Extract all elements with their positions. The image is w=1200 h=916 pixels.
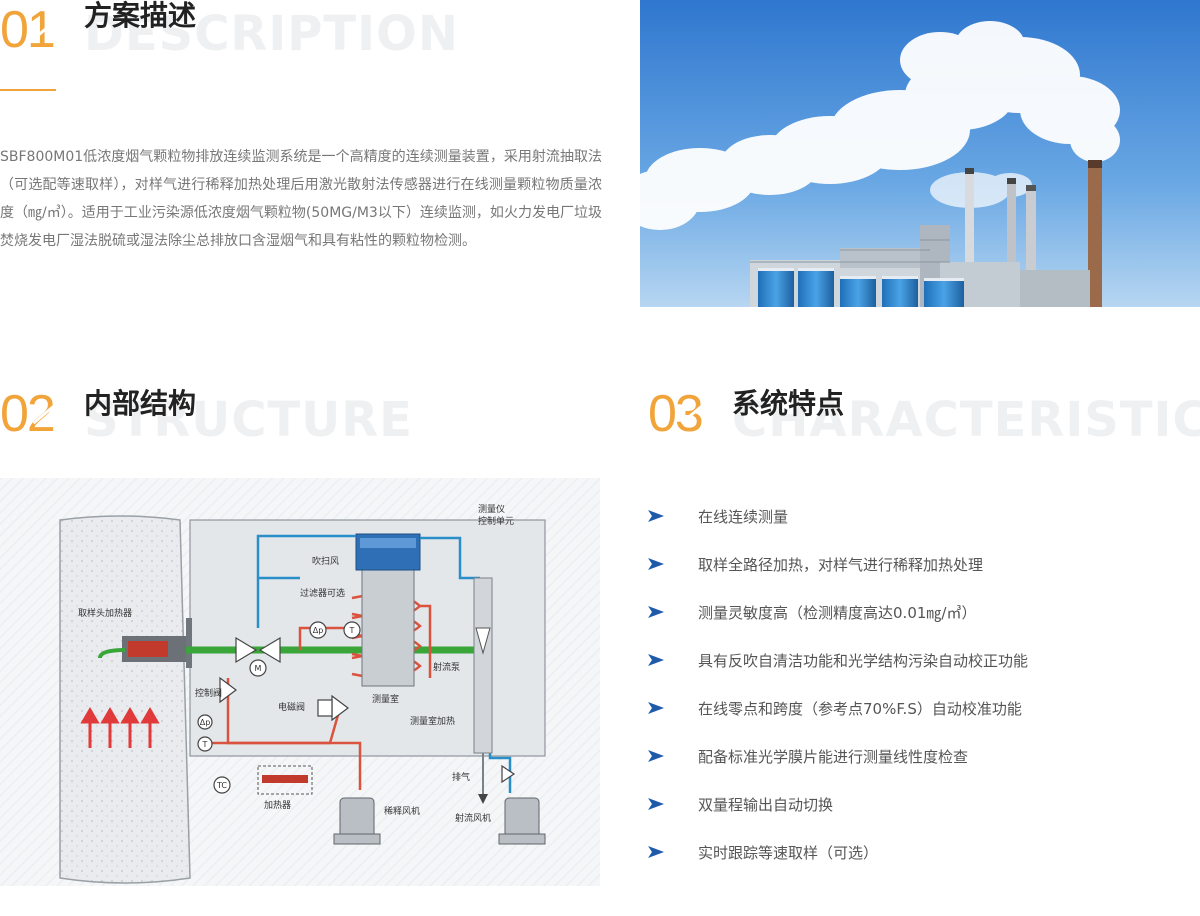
section-bg-word: STRUCTURE bbox=[84, 392, 413, 448]
feature-item: 取样全路径加热，对样气进行稀释加热处理 bbox=[648, 540, 1200, 588]
arrow-icon bbox=[648, 700, 668, 716]
feature-text: 配备标准光学膜片能进行测量线性度检查 bbox=[698, 747, 969, 766]
label-tc: TC bbox=[216, 781, 227, 790]
section-number: 02 bbox=[0, 385, 56, 443]
feature-item: 实时跟踪等速取样（可选） bbox=[648, 828, 1200, 876]
section-title: 方案描述 bbox=[84, 0, 197, 32]
feature-text: 取样全路径加热，对样气进行稀释加热处理 bbox=[698, 555, 984, 574]
feature-text: 具有反吹自清洁功能和光学结构污染自动校正功能 bbox=[698, 651, 1029, 670]
label-jet-pump: 射流泵 bbox=[433, 661, 460, 673]
label-control-unit: 控制单元 bbox=[478, 515, 514, 527]
label-chamber-heating: 测量室加热 bbox=[410, 715, 455, 727]
label-m: M bbox=[255, 664, 262, 673]
label-dp-2: Δp bbox=[200, 718, 211, 727]
section-bg-word: CHARACTERISTIC bbox=[732, 392, 1200, 448]
feature-item: 具有反吹自清洁功能和光学结构污染自动校正功能 bbox=[648, 636, 1200, 684]
feature-list: 在线连续测量 取样全路径加热，对样气进行稀释加热处理 测量灵敏度高（检测精度高达… bbox=[648, 492, 1200, 876]
factory-photo bbox=[640, 0, 1200, 307]
label-t-1: T bbox=[349, 626, 355, 635]
label-solenoid-valve: 电磁阀 bbox=[278, 701, 305, 713]
section-characteristic-header: CHARACTERISTIC 03 系统特点 bbox=[648, 388, 1200, 458]
section-description-header: DESCRIPTION 01 方案描述 bbox=[0, 0, 600, 70]
label-sampler-heater: 取样头加热器 bbox=[78, 607, 132, 619]
label-t-2: T bbox=[202, 740, 208, 749]
feature-item: 在线连续测量 bbox=[648, 492, 1200, 540]
label-chamber: 测量室 bbox=[372, 693, 399, 705]
label-filter-optional: 过滤器可选 bbox=[300, 587, 345, 599]
feature-text: 双量程输出自动切换 bbox=[698, 795, 834, 814]
arrow-icon bbox=[648, 652, 668, 668]
section-bg-word: DESCRIPTION bbox=[84, 6, 460, 62]
arrow-icon bbox=[648, 604, 668, 620]
feature-text: 在线连续测量 bbox=[698, 507, 789, 526]
accent-divider bbox=[0, 89, 56, 91]
feature-item: 配备标准光学膜片能进行测量线性度检查 bbox=[648, 732, 1200, 780]
feature-text: 测量灵敏度高（检测精度高达0.01㎎/㎥） bbox=[698, 603, 977, 622]
factory-illustration bbox=[640, 0, 1200, 307]
arrow-icon bbox=[648, 844, 668, 860]
feature-text: 在线零点和跨度（参考点70%F.S）自动校准功能 bbox=[698, 699, 1022, 718]
label-jet-fan: 射流风机 bbox=[455, 812, 491, 824]
label-dp-1: Δp bbox=[313, 626, 324, 635]
section-title: 内部结构 bbox=[84, 387, 197, 420]
section-number: 01 bbox=[0, 1, 56, 59]
structure-diagram: 取样头加热器 吹扫风 过滤器可选 测量仪 控制单元 控制阀 电磁阀 测量室 测量… bbox=[0, 478, 600, 886]
feature-item: 双量程输出自动切换 bbox=[648, 780, 1200, 828]
feature-item: 测量灵敏度高（检测精度高达0.01㎎/㎥） bbox=[648, 588, 1200, 636]
schematic-svg: 取样头加热器 吹扫风 过滤器可选 测量仪 控制单元 控制阀 电磁阀 测量室 测量… bbox=[0, 478, 600, 886]
label-exhaust: 排气 bbox=[452, 771, 470, 783]
label-heater: 加热器 bbox=[264, 799, 291, 811]
label-dilution-fan: 稀释风机 bbox=[384, 805, 420, 817]
arrow-icon bbox=[648, 556, 668, 572]
feature-item: 在线零点和跨度（参考点70%F.S）自动校准功能 bbox=[648, 684, 1200, 732]
arrow-icon bbox=[648, 796, 668, 812]
label-purge-air: 吹扫风 bbox=[312, 555, 339, 567]
section-structure-header: STRUCTURE 02 内部结构 bbox=[0, 388, 600, 458]
label-meter: 测量仪 bbox=[478, 504, 505, 515]
arrow-icon bbox=[648, 508, 668, 524]
section-number: 03 bbox=[648, 385, 704, 443]
feature-text: 实时跟踪等速取样（可选） bbox=[698, 843, 879, 862]
description-paragraph: SBF800M01低浓度烟气颗粒物排放连续监测系统是一个高精度的连续测量装置，采… bbox=[0, 149, 602, 249]
label-control-valve: 控制阀 bbox=[195, 687, 222, 699]
arrow-icon bbox=[648, 748, 668, 764]
section-title: 系统特点 bbox=[732, 387, 845, 420]
